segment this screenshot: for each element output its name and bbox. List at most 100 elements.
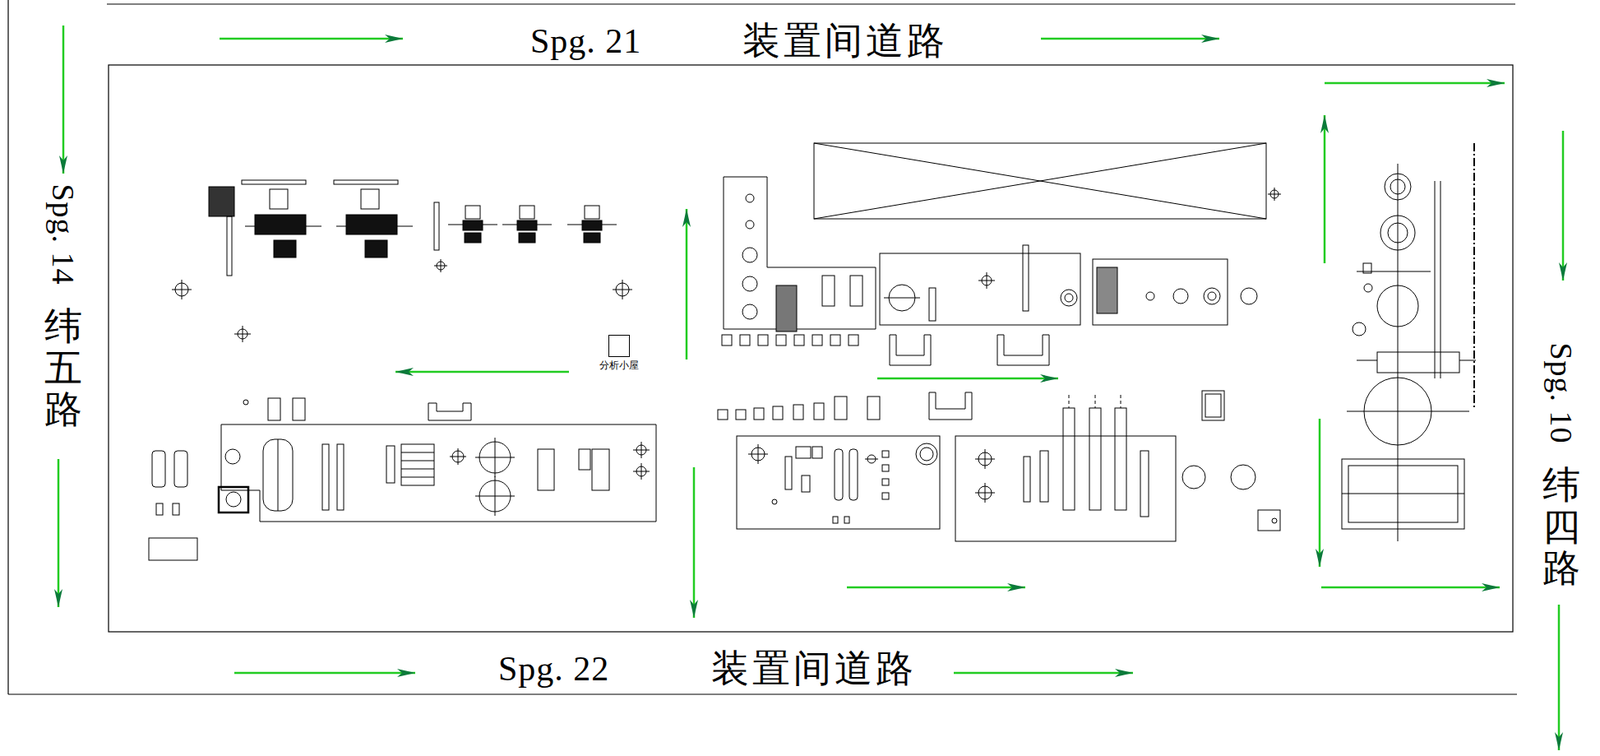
middle-items-part — [1173, 288, 1189, 304]
lower-items-part — [882, 478, 889, 486]
left-pad-items-part — [172, 503, 180, 515]
route-arrows-part — [1318, 418, 1322, 567]
lower-items-part — [882, 450, 889, 458]
left-pad-items-part — [263, 439, 293, 511]
valve-cluster-part — [434, 202, 440, 250]
middle-items-part — [834, 396, 847, 420]
valve-cluster-part — [517, 220, 537, 231]
route-arrows-part — [1323, 115, 1327, 264]
middle-items-part — [776, 285, 797, 332]
left-pad-items-part — [401, 460, 435, 462]
lower-items-part — [1095, 394, 1096, 408]
left-pad-items-part — [174, 450, 188, 487]
middle-items-part — [830, 334, 841, 346]
hut-label: 分析小屋 — [599, 360, 639, 370]
left-pad-items-part — [292, 397, 306, 421]
middle-items-part — [1022, 245, 1029, 311]
lower-items-part — [801, 475, 810, 492]
crosshair-symbols-part — [440, 258, 442, 273]
middle-items-part — [793, 404, 804, 420]
right-column-equipment-part — [1364, 283, 1373, 292]
right-column-equipment-part — [1341, 458, 1465, 529]
equipment-pads-part — [1092, 258, 1228, 325]
right-column-equipment-part — [1384, 173, 1411, 200]
middle-items-part — [848, 334, 859, 346]
right-column-equipment-part — [1352, 322, 1366, 336]
lower-items-part — [1120, 394, 1122, 408]
left-pad-items-part — [322, 443, 329, 510]
lower-items-part — [772, 499, 777, 505]
valve-cluster-part — [269, 189, 288, 209]
left-pad-items-part — [428, 402, 472, 421]
route-arrows-part — [1562, 130, 1565, 281]
valve-cluster-part — [346, 214, 398, 235]
middle-items-part — [758, 334, 768, 346]
valve-cluster-part — [360, 189, 380, 209]
right-column-equipment — [1341, 143, 1476, 542]
right-column-equipment-part — [1341, 493, 1465, 495]
lower-items-part — [915, 443, 938, 465]
valve-cluster-part — [273, 240, 296, 258]
equipment-pads-part — [736, 435, 940, 529]
left-pad-items-part — [537, 448, 555, 491]
route-arrows-part — [234, 671, 416, 675]
middle-items-part — [717, 409, 728, 420]
lower-items-part — [1114, 407, 1127, 510]
middle-items-part — [1064, 293, 1073, 302]
equipment-pads — [148, 143, 1281, 560]
equipment-pads-part — [723, 176, 876, 329]
middle-items-part — [721, 334, 732, 346]
middle-items-part — [1207, 291, 1217, 301]
right-column-equipment-part — [1387, 222, 1408, 243]
crosshair-symbols-part — [181, 279, 183, 300]
route-arrows-part — [395, 370, 569, 374]
equipment-pads-part — [1202, 390, 1225, 421]
route-arrows-part — [1040, 37, 1220, 41]
lower-items-part — [1089, 407, 1101, 510]
route-arrows-part — [62, 25, 65, 174]
crosshair-symbols-part — [641, 462, 643, 480]
equipment-pads-part — [955, 435, 1176, 542]
middle-items-part — [929, 287, 936, 321]
valve-cluster-part — [254, 214, 306, 235]
lower-items-part — [1040, 450, 1049, 502]
lower-items-part — [795, 446, 811, 458]
road-code: Spg. 21 — [530, 23, 642, 59]
equipment-pads-part — [879, 253, 1081, 325]
road-name: 纬四路 — [1542, 464, 1581, 590]
left-pad-items-part — [277, 439, 279, 511]
valve-cluster-part — [519, 205, 535, 219]
road-code: Spg. 14 — [47, 183, 79, 285]
left-pad-items-part — [401, 476, 435, 478]
middle-items-part — [850, 275, 863, 306]
right-column-equipment-part — [1473, 143, 1476, 408]
route-arrows-part — [1324, 82, 1505, 85]
valve-cluster-part — [518, 232, 536, 243]
valve-cluster-part — [365, 240, 388, 258]
middle-items-part — [813, 402, 824, 420]
equipment-pads-part — [813, 143, 1267, 219]
left-pad-items-part — [156, 503, 163, 515]
middle-items-part — [889, 334, 931, 366]
road-name: 装置间道路 — [711, 649, 917, 688]
middle-items-part — [794, 334, 805, 346]
middle-items-part — [742, 247, 758, 263]
route-arrows-part — [877, 377, 1059, 380]
valve-cluster-part — [584, 205, 600, 219]
lower-items-part — [812, 446, 823, 458]
lower-items-part — [832, 516, 838, 523]
right-column-equipment-part — [1356, 271, 1431, 273]
valve-cluster-part — [465, 205, 481, 219]
left-pad-items-part — [494, 437, 496, 477]
middle-items-part — [812, 334, 823, 346]
left-pad-items-part — [337, 443, 344, 510]
left-pad-items-part — [226, 491, 241, 507]
boundary-lines-part — [8, 693, 1517, 694]
lower-items-part — [882, 464, 889, 472]
valve-cluster-part — [582, 220, 602, 231]
route-arrows-part — [846, 586, 1026, 589]
lower-items-part — [1140, 450, 1149, 517]
valve-cluster-part — [462, 220, 483, 231]
middle-items-part — [776, 334, 787, 346]
lower-items-part — [1023, 456, 1031, 502]
